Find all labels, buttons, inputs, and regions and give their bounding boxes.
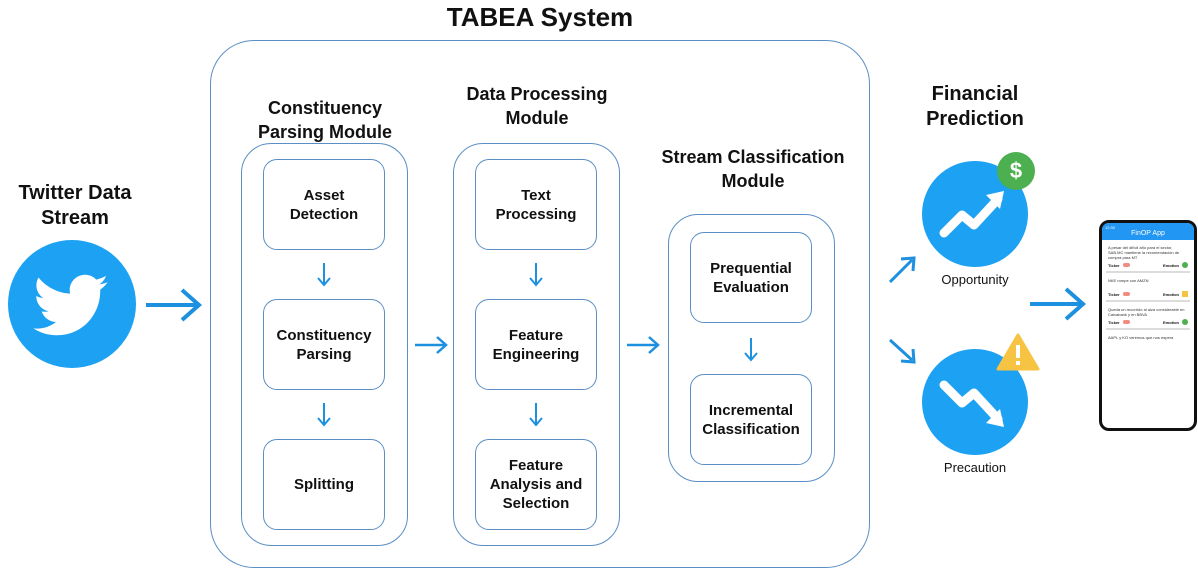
classification-title-line2: Module [721, 171, 785, 191]
feature-engineering-box: Feature Engineering [475, 299, 597, 390]
dollar-icon [1182, 262, 1188, 268]
opportunity-label: Opportunity [941, 272, 1009, 287]
arrow-asset-to-constituency [317, 263, 331, 287]
incremental-line2: Classification [702, 420, 800, 438]
asset-detection-box: Asset Detection [263, 159, 385, 250]
tweet-meta: Ticker Emotion [1108, 319, 1188, 325]
ticker-pill [1122, 263, 1130, 267]
ticker-label: Ticker [1108, 291, 1120, 297]
feature-analysis-line3: Selection [502, 495, 570, 512]
prequential-line2: Evaluation [713, 278, 789, 296]
feature-analysis-box: Feature Analysis and Selection [475, 439, 597, 530]
app-title: FinOP App [1131, 230, 1165, 237]
warning-icon [1182, 291, 1188, 297]
parsing-module-column [241, 143, 408, 546]
arrow-engineering-to-analysis [529, 403, 543, 427]
tweet-meta: Ticker Emotion [1108, 262, 1188, 268]
feature-engineering-line1: Feature [508, 326, 564, 344]
list-item[interactable]: AAPL y KO veremos que nos espera [1106, 333, 1190, 343]
arrow-text-to-feature-engineering [529, 263, 543, 287]
splitting-box: Splitting [263, 439, 385, 530]
ticker-pill [1122, 320, 1130, 324]
ticker-pill [1122, 292, 1130, 296]
text-processing-line1: Text [521, 186, 551, 204]
tweet-text: Queda un recorrido al alza considerable … [1108, 307, 1185, 317]
tweet-text: NKE rompe con AMZN [1108, 278, 1149, 283]
precaution-label: Precaution [943, 460, 1007, 475]
incremental-classification-box: Incremental Classification [690, 374, 812, 465]
prediction-title: Financial Prediction [900, 82, 1050, 132]
arrow-processing-to-classification [627, 336, 660, 354]
twitter-title: Twitter Data Stream [0, 181, 150, 231]
prediction-title-line1: Financial [931, 83, 1019, 105]
arrow-prequential-to-incremental [744, 338, 758, 362]
classification-title-line1: Stream Classification [661, 147, 845, 167]
asset-detection-line2: Detection [289, 205, 359, 223]
tweet-text: AAPL y KO veremos que nos espera [1108, 335, 1174, 340]
processing-module-column [453, 143, 620, 546]
arrow-twitter-to-system [146, 288, 203, 322]
emotion-label: Emotion [1163, 291, 1179, 297]
emotion-label: Emotion [1163, 262, 1179, 268]
tweet-text: A pesar del difícil año para el sector, … [1108, 245, 1180, 260]
feature-analysis-line2: Analysis and [489, 476, 583, 493]
parsing-title-line1: Constituency [267, 98, 382, 118]
incremental-line1: Incremental [708, 401, 794, 419]
dollar-badge-icon: $ [997, 152, 1035, 190]
processing-module-title: Data Processing Module [447, 82, 627, 130]
app-header: 12:30 FinOP App [1102, 223, 1194, 240]
prequential-evaluation-box: Prequential Evaluation [690, 232, 812, 323]
arrow-prediction-to-app [1030, 287, 1087, 321]
constituency-parsing-line1: Constituency [276, 326, 372, 344]
twitter-title-line1: Twitter Data [18, 182, 132, 204]
emotion-label: Emotion [1163, 319, 1179, 325]
processing-title-line1: Data Processing [466, 84, 608, 104]
arrow-constituency-to-splitting [317, 403, 331, 427]
system-title: TABEA System [446, 2, 634, 32]
prequential-line1: Prequential [710, 259, 792, 277]
asset-detection-line1: Asset [303, 186, 345, 204]
dollar-icon [1182, 319, 1188, 325]
parsing-title-line2: Parsing Module [257, 122, 392, 142]
status-bar: 12:30 [1102, 225, 1194, 230]
twitter-bird-icon [8, 240, 136, 368]
tabea-system-container [210, 40, 870, 568]
text-processing-box: Text Processing [475, 159, 597, 250]
text-processing-line2: Processing [495, 205, 577, 223]
prediction-title-line2: Prediction [926, 108, 1024, 130]
list-item[interactable]: Queda un recorrido al alza considerable … [1106, 305, 1190, 330]
processing-title-line2: Module [505, 108, 569, 128]
feature-engineering-line2: Engineering [492, 345, 580, 363]
tweet-meta: Ticker Emotion [1108, 291, 1188, 297]
constituency-parsing-box: Constituency Parsing [263, 299, 385, 390]
finop-app-phone: 12:30 FinOP App A pesar del difícil año … [1099, 220, 1197, 431]
twitter-title-line2: Stream [41, 207, 109, 229]
arrow-to-opportunity [888, 256, 916, 284]
classification-module-column [668, 214, 835, 482]
feature-analysis-line1: Feature [508, 457, 564, 474]
list-item[interactable]: A pesar del difícil año para el sector, … [1106, 243, 1190, 273]
list-item[interactable]: NKE rompe con AMZN Ticker Emotion [1106, 276, 1190, 302]
splitting-label: Splitting [294, 476, 354, 493]
parsing-module-title: Constituency Parsing Module [240, 96, 410, 144]
ticker-label: Ticker [1108, 319, 1120, 325]
ticker-label: Ticker [1108, 262, 1120, 268]
arrow-parsing-to-processing [415, 336, 448, 354]
constituency-parsing-line2: Parsing [296, 345, 352, 363]
warning-badge-icon [996, 333, 1040, 371]
status-time: 12:30 [1105, 225, 1116, 230]
classification-module-title: Stream Classification Module [640, 145, 866, 193]
arrow-to-precaution [888, 338, 916, 364]
